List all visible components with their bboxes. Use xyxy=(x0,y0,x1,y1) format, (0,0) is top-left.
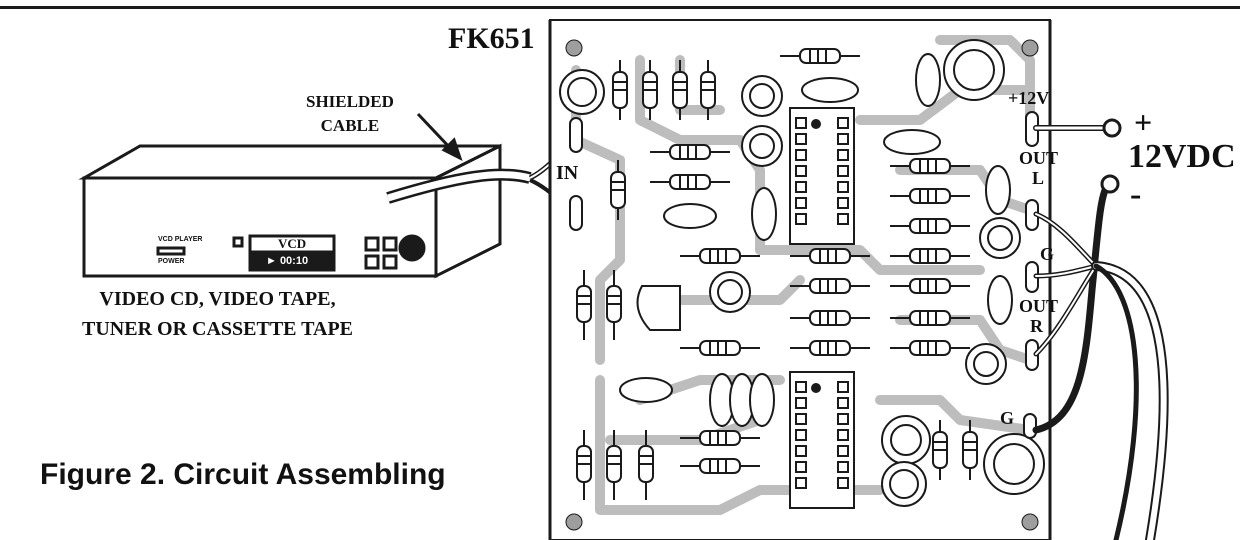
supply-connectors xyxy=(1100,118,1122,194)
minus-sign-label: - xyxy=(1130,176,1142,213)
resistor xyxy=(606,270,622,340)
model-label: FK651 xyxy=(448,22,535,55)
resistors-vertical xyxy=(576,60,978,500)
shielded-arrow xyxy=(416,112,463,161)
source-caption-line1: VIDEO CD, VIDEO TAPE, xyxy=(99,288,336,310)
resistor xyxy=(890,158,970,174)
resistor xyxy=(612,60,628,120)
resistor xyxy=(890,218,970,234)
vcd-player-top xyxy=(78,144,501,180)
ground-label: G xyxy=(1040,244,1055,264)
electrolytic-capacitors xyxy=(559,39,1045,507)
supply-voltage-label: 12VDC xyxy=(1128,138,1236,175)
mount-hole xyxy=(1021,39,1039,57)
resistor xyxy=(890,340,970,356)
capacitor xyxy=(883,129,941,155)
resistor xyxy=(890,278,970,294)
eject-button xyxy=(232,236,244,248)
resistor xyxy=(650,144,730,160)
input-label: IN xyxy=(556,162,579,184)
resistor xyxy=(790,340,870,356)
resistor xyxy=(672,60,688,120)
resistor xyxy=(932,420,948,480)
source-caption-line2: TUNER OR CASSETTE TAPE xyxy=(82,318,353,340)
mount-hole xyxy=(1021,513,1039,531)
vcd-display-text: VCD xyxy=(278,236,307,251)
volume-knob xyxy=(398,234,426,262)
top-rule xyxy=(0,6,1240,9)
mount-hole xyxy=(565,513,583,531)
source-caption: VIDEO CD, VIDEO TAPE, TUNER OR CASSETTE … xyxy=(82,284,353,344)
supply-ground-terminal xyxy=(1023,413,1037,439)
resistor xyxy=(576,430,592,500)
vcd-display xyxy=(248,234,336,254)
forward-button xyxy=(382,254,398,270)
right-channel-label: R xyxy=(1030,316,1043,336)
shielded-label-line2: CABLE xyxy=(320,116,380,135)
resistor xyxy=(680,430,760,446)
terminals xyxy=(569,111,1039,439)
resistor xyxy=(610,160,626,220)
minus-connector xyxy=(1100,174,1120,194)
play-button xyxy=(382,236,398,252)
vcd-player xyxy=(78,143,502,279)
left-channel-label: L xyxy=(1032,168,1045,188)
resistor xyxy=(606,430,622,500)
figure-title: Figure 2. Circuit Assembling xyxy=(40,458,446,491)
resistor xyxy=(780,48,860,64)
resistor xyxy=(790,248,870,264)
capacitor xyxy=(915,53,941,107)
plus12v-label: +12V xyxy=(1008,88,1050,108)
ic-pins xyxy=(795,117,849,489)
plus-sign-label: + xyxy=(1134,104,1153,140)
vcd-brand-label: VCD PLAYER xyxy=(158,236,203,243)
ceramic-capacitors xyxy=(619,53,1013,427)
mounting-holes xyxy=(565,39,1039,531)
capacitor xyxy=(749,373,775,427)
capacitor xyxy=(987,275,1013,325)
vcd-time-text: ► 00:10 xyxy=(266,255,309,267)
shielded-cable-label: SHIELDED CABLE xyxy=(306,90,394,138)
power-switch xyxy=(156,246,186,256)
resistor xyxy=(790,278,870,294)
resistor xyxy=(650,174,730,190)
capacitor xyxy=(801,77,859,103)
capacitor xyxy=(663,203,717,229)
resistor xyxy=(680,458,760,474)
input-terminal xyxy=(569,117,583,153)
out-l-label: OUT xyxy=(1019,148,1059,168)
resistor xyxy=(962,420,978,480)
resistor xyxy=(638,430,654,500)
transistor xyxy=(636,285,681,331)
supply-wires xyxy=(1032,125,1169,540)
resistor xyxy=(680,248,760,264)
resistor xyxy=(680,340,760,356)
input-ground-terminal xyxy=(569,195,583,231)
supply-ground-label: G xyxy=(1000,408,1015,428)
capacitor xyxy=(751,187,777,241)
resistor xyxy=(790,310,870,326)
resistor xyxy=(576,270,592,340)
capacitor xyxy=(985,165,1011,215)
resistor xyxy=(890,248,970,264)
resistor xyxy=(700,60,716,120)
resistors-horizontal xyxy=(650,48,970,474)
shielded-label-line1: SHIELDED xyxy=(306,92,394,111)
plus-connector xyxy=(1102,118,1122,138)
resistor xyxy=(890,188,970,204)
rewind-button xyxy=(364,254,380,270)
stop-button xyxy=(364,236,380,252)
vcd-power-label: POWER xyxy=(158,258,185,265)
resistor xyxy=(642,60,658,120)
resistor xyxy=(890,310,970,326)
capacitor xyxy=(619,377,673,403)
vcd-time-display xyxy=(248,252,336,272)
out-r-label: OUT xyxy=(1019,296,1059,316)
mount-hole xyxy=(565,39,583,57)
